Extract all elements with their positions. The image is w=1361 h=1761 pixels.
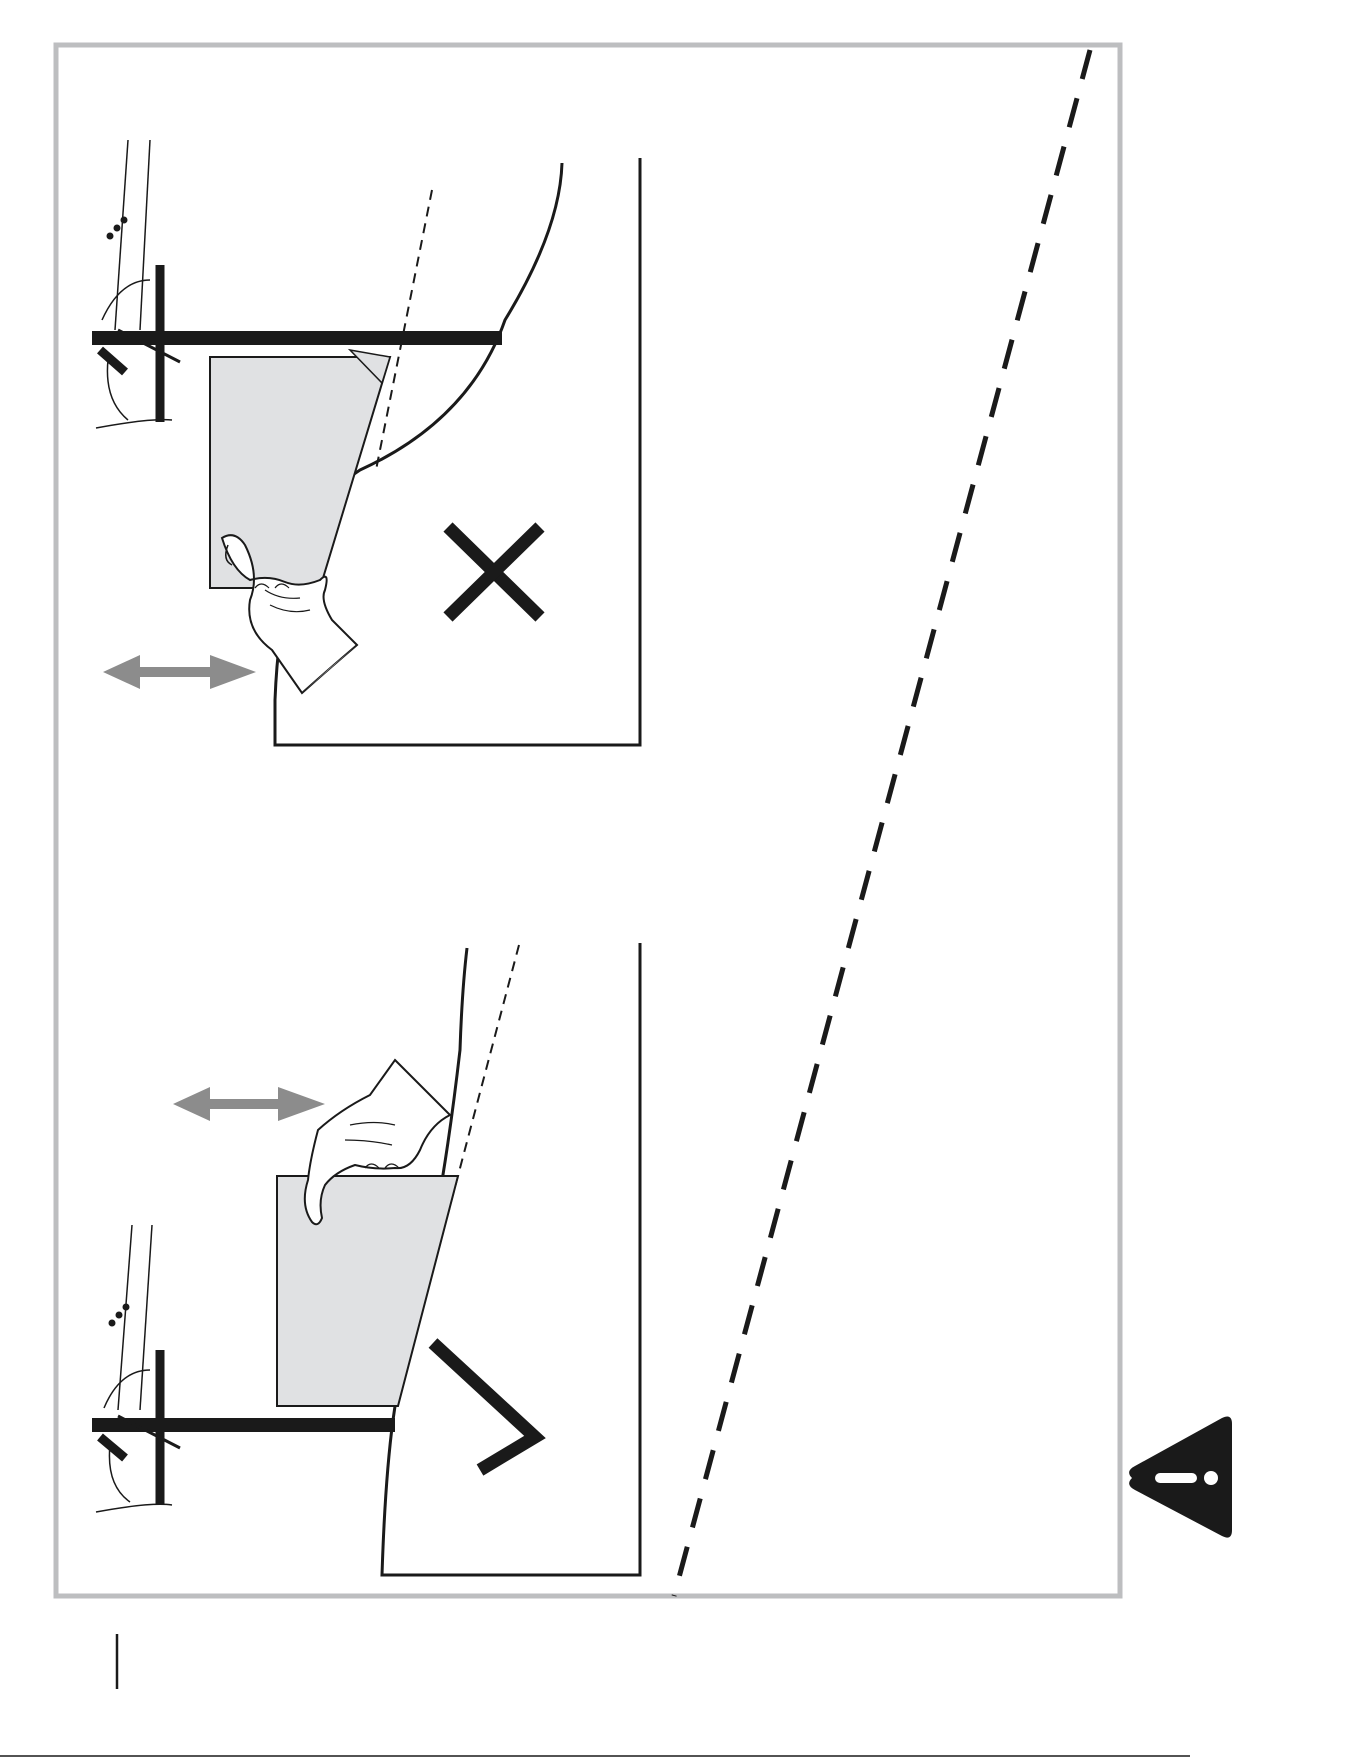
warning-triangle-icon [1129,1416,1232,1537]
diagonal-dashed-line [674,50,1090,1596]
double-arrow-icon [173,1087,325,1121]
guide-dashed-line [376,190,432,470]
figure-correct [92,943,640,1575]
double-arrow-icon [103,655,256,689]
figure-incorrect [92,140,640,745]
